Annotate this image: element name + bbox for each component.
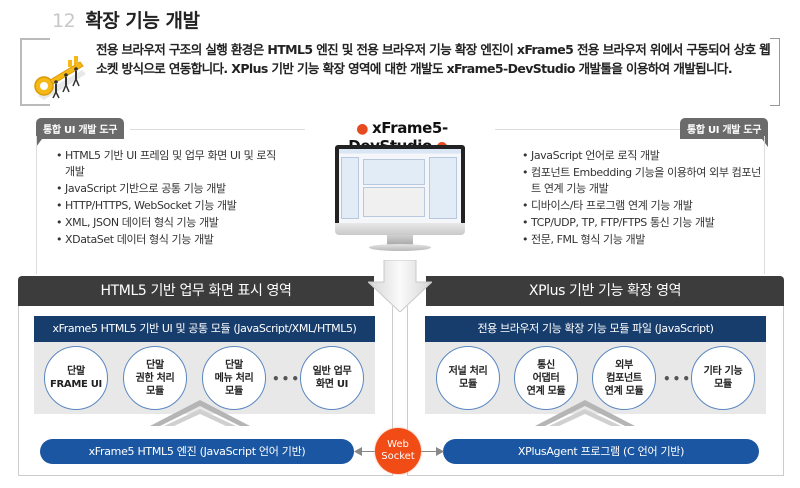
divider-line [764,136,765,274]
divider-line [495,129,680,130]
ellipsis-icon: ••• [272,372,302,386]
list-item: HTTP/HTTPS, WebSocket 기능 개발 [56,198,286,214]
module-circle: 외부 컴포넌트 연계 모듈 [592,346,656,410]
page-title: 12 확장 기능 개발 [52,6,200,33]
module-circle: 단말 FRAME UI [44,346,108,410]
up-chevron-icon [535,400,635,426]
divider-line [36,136,37,274]
list-item: XDataSet 데이터 형식 기능 개발 [56,232,286,248]
websocket-badge: Web Socket [375,428,421,474]
list-item: 컴포넌트 Embedding 기능을 이용하여 외부 컴포넌트 연계 기능 개발 [522,165,762,197]
ellipsis-icon: ••• [663,372,693,386]
xplus-module-bar: 전용 브라우저 기능 확장 기능 모듈 파일 (JavaScript) [425,316,766,342]
list-item: HTML5 기반 UI 프레임 및 업무 화면 UI 및 로직 개발 [56,148,286,180]
module-circle: 기타 기능 모듈 [691,346,755,410]
section-number: 12 [52,10,76,32]
module-circle: 저널 처리 모듈 [436,346,500,410]
xplusagent-engine-bar: XPlusAgent 프로그램 (C 언어 기반) [443,439,759,464]
module-circle: 단말 메뉴 처리 모듈 [202,346,266,410]
right-feature-list: JavaScript 언어로 로직 개발 컴포넌트 Embedding 기능을 … [522,148,762,249]
html5-module-bar: xFrame5 HTML5 기반 UI 및 공통 모듈 (JavaScript/… [34,316,375,342]
html5-engine-bar: xFrame5 HTML5 엔진 (JavaScript 언어 기반) [40,439,354,464]
arrow-left-icon [354,447,362,456]
up-chevron-icon [150,400,250,426]
integrated-ui-tool-tag-right: 통합 UI 개발 도구 [680,118,769,147]
list-item: JavaScript 언어로 로직 개발 [522,148,762,164]
monitor-icon [335,145,465,255]
xplus-region-header: XPlus 기반 기능 확장 영역 [426,276,784,306]
intro-bracket-right [770,38,780,106]
left-feature-list: HTML5 기반 UI 프레임 및 업무 화면 UI 및 로직 개발 JavaS… [56,148,286,249]
module-circle: 단말 권한 처리 모듈 [123,346,187,410]
list-item: JavaScript 기반으로 공통 기능 개발 [56,181,286,197]
down-arrow-icon [368,260,432,312]
bullet-dot-icon: ● [356,121,369,137]
devstudio-screenshot [339,149,461,223]
section-title: 확장 기능 개발 [85,10,200,32]
list-item: 디바이스/타 프로그램 연계 기능 개발 [522,198,762,214]
module-circle: 통신 어댑터 연계 모듈 [514,346,578,410]
intro-bracket-left [20,38,50,106]
list-item: TCP/UDP, TP, FTP/FTPS 통신 기능 개발 [522,215,762,231]
left-arrow-line [356,451,376,452]
arrow-right-icon [436,447,444,456]
divider-line [130,129,305,130]
integrated-ui-tool-tag-left: 통합 UI 개발 도구 [36,118,125,147]
key-icon [34,56,86,100]
right-arrow-line [421,451,441,452]
intro-description: 전용 브라우저 구조의 실행 환경은 HTML5 엔진 및 전용 브라우저 기능… [96,42,771,76]
list-item: 전문, FML 형식 기능 개발 [522,232,762,248]
list-item: XML, JSON 데이터 형식 기능 개발 [56,215,286,231]
html5-region-header: HTML5 기반 업무 화면 표시 영역 [18,276,374,306]
module-circle: 일반 업무 화면 UI [300,346,364,410]
